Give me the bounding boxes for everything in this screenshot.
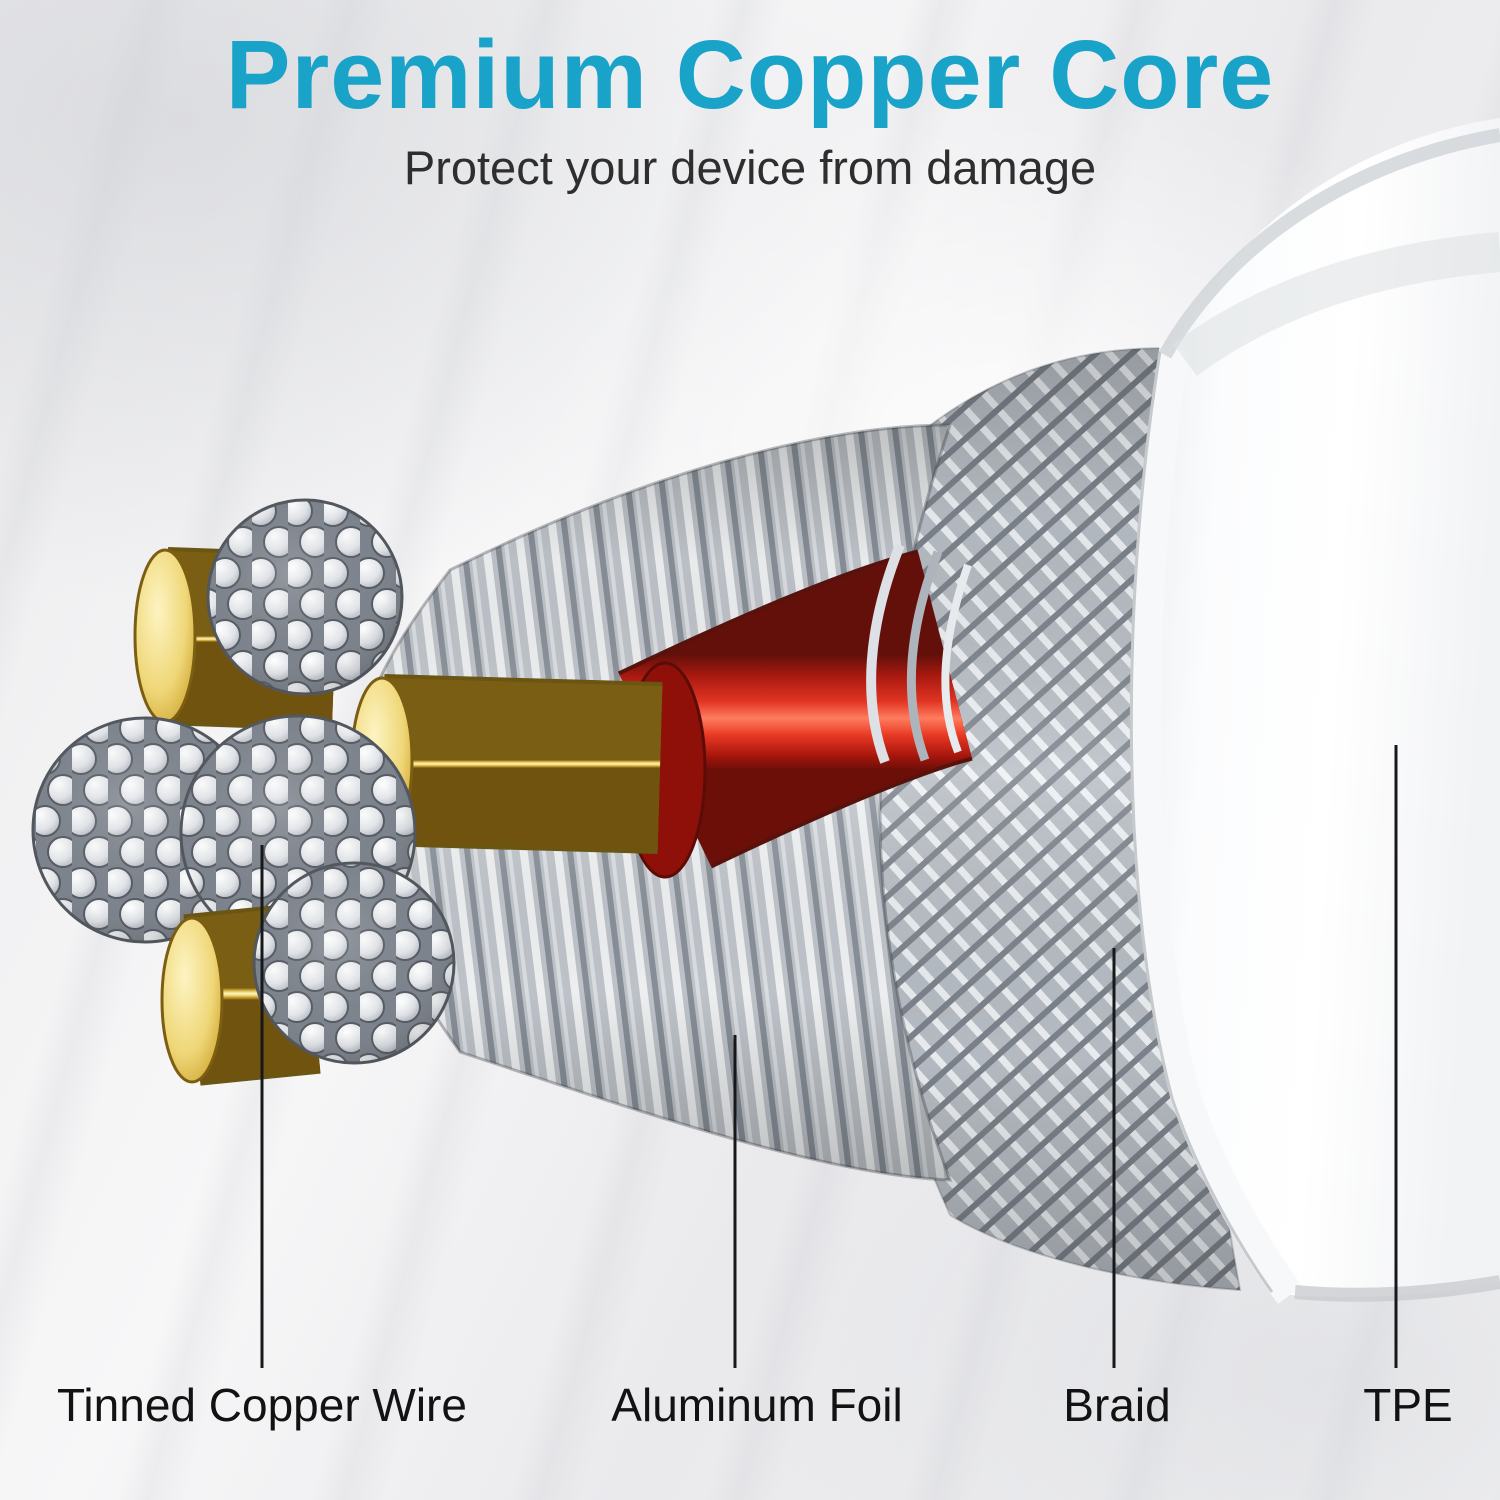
label-tpe: TPE <box>1363 1379 1453 1431</box>
tinned-wire-bundle-bottom <box>252 861 456 1065</box>
tinned-wire-bundle-top <box>206 498 404 696</box>
label-aluminum-foil: Aluminum Foil <box>611 1379 903 1431</box>
page-subtitle: Protect your device from damage <box>403 140 1097 194</box>
label-tinned-copper-wire: Tinned Copper Wire <box>57 1379 467 1431</box>
tpe-jacket-layer <box>1129 118 1500 1305</box>
red-insulated-wire <box>617 543 974 879</box>
tpe-cut-edge <box>1131 342 1303 1305</box>
page-title: Premium Copper Core <box>225 20 1275 129</box>
label-braid: Braid <box>1063 1379 1171 1431</box>
header: Premium Copper Core Protect your device … <box>0 24 1500 195</box>
leader-lines <box>260 745 1398 1368</box>
